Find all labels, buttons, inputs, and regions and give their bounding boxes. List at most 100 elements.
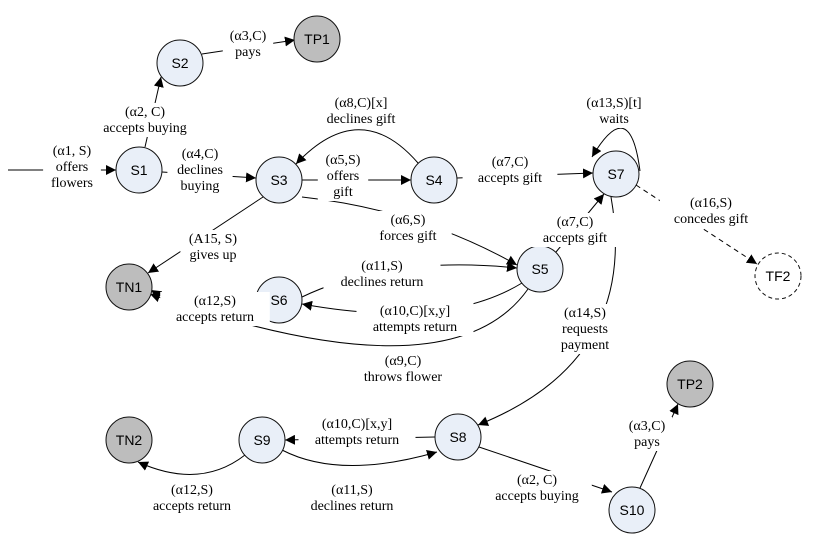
node-tn2: TN2 — [105, 416, 153, 464]
node-s10: S10 — [608, 486, 656, 534]
label-background — [90, 103, 200, 137]
node-circle — [410, 156, 458, 204]
edge-label-s7-self: (α13,S)[t]waits — [574, 94, 654, 128]
node-s5: S5 — [516, 245, 564, 293]
node-label: S1 — [130, 162, 147, 178]
edge-label-action: gives up — [189, 248, 236, 263]
edge-label-s2-tp1: (α3,C)pays — [222, 27, 274, 61]
edge-label-s4-s7: (α7,C)accepts gift — [462, 153, 558, 187]
label-background — [482, 471, 592, 505]
edge-s7-self — [591, 127, 641, 172]
edge-label-code: (α12,S) — [194, 294, 236, 309]
node-s8: S8 — [434, 413, 482, 461]
edge-label-s10-tp2: (α3,C)pays — [621, 417, 673, 451]
node-tp2: TP2 — [666, 360, 714, 408]
edge-s4-s3 — [295, 129, 419, 165]
node-circle — [238, 416, 286, 464]
node-circle — [754, 252, 802, 300]
edge-label-s8-s10: (α2, C)accepts buying — [482, 471, 592, 505]
edge-label-action: gift — [333, 185, 353, 200]
node-circle — [255, 156, 303, 204]
label-background — [621, 417, 673, 451]
edge-label-s7-tf2: (α16,S)concedes gift — [659, 194, 763, 228]
node-label: S5 — [531, 261, 548, 277]
node-label: TN1 — [116, 279, 143, 295]
label-background — [167, 145, 233, 195]
edge-label-code: (A15, S) — [189, 232, 238, 247]
edge-label-s8-s9: (α10,C)[x,y]attempts return — [298, 415, 416, 449]
edge-label-action: accepts buying — [495, 489, 579, 504]
edge-label-s6-tn1: (α12,S)accepts return — [160, 292, 270, 326]
edge-label-action: concedes gift — [674, 212, 748, 227]
edge-label-code: (α8,C)[x] — [335, 96, 388, 111]
edge-label-s4-s3: (α8,C)[x]declines gift — [309, 94, 413, 128]
label-background — [527, 213, 623, 247]
edge-label-code: (α6,S) — [391, 213, 426, 228]
node-label: S2 — [171, 55, 188, 71]
edge-label-action: declines gift — [327, 112, 396, 127]
edge-label-s1-s2: (α2, C)accepts buying — [90, 103, 200, 137]
edge-label-action: flowers — [51, 176, 93, 191]
edge-label-s6-s5: (α11,S)declines return — [323, 257, 441, 291]
edge-label-action: requests — [562, 322, 608, 337]
edge-label-s3-tn1: (A15, S)gives up — [180, 230, 246, 264]
edge-label-code: (α11,S) — [361, 259, 403, 274]
edge-label-code: (α7,C) — [557, 215, 594, 230]
node-label: S10 — [620, 502, 645, 518]
edge-label-code: (α16,S) — [690, 196, 732, 211]
node-circle — [156, 39, 204, 87]
edge-label-action: declines return — [311, 499, 394, 514]
edge-label-s5-s6: (α10,C)[x,y]attempts return — [356, 302, 474, 336]
edge-label-code: (α11,S) — [331, 483, 373, 498]
edge-label-action: payment — [561, 338, 609, 353]
edge-label-action: accepts return — [176, 310, 254, 325]
edge-label-action: waits — [599, 112, 629, 127]
edge-label-code: (α13,S)[t] — [586, 96, 641, 111]
label-background — [293, 481, 411, 515]
edge-label-action: attempts return — [373, 320, 457, 335]
node-s1: S1 — [115, 146, 163, 194]
edge-label-code: (α7,C) — [492, 155, 529, 170]
edge-label-action: declines — [177, 163, 223, 178]
label-background — [351, 352, 455, 386]
label-background — [160, 292, 270, 326]
edge-label-code: (α2, C) — [125, 105, 165, 120]
node-circle — [105, 416, 153, 464]
edge-label-code: (α1, S) — [53, 144, 92, 159]
edge-label-action: forces gift — [379, 229, 436, 244]
node-label: S6 — [270, 292, 287, 308]
node-circle — [115, 146, 163, 194]
label-background — [364, 211, 452, 245]
edge-label-s5-s7: (α7,C)accepts gift — [527, 213, 623, 247]
label-background — [222, 27, 274, 61]
label-background — [659, 194, 763, 228]
edge-label-s5-tn1: (α9,C)throws flower — [351, 352, 455, 386]
edge-label-code: (α3,C) — [629, 419, 666, 434]
edge-label-action: throws flower — [364, 370, 442, 385]
node-s3: S3 — [255, 156, 303, 204]
edge-label-code: (α5,S) — [326, 153, 361, 168]
node-label: S7 — [607, 166, 624, 182]
edge-label-code: (α10,C)[x,y] — [380, 304, 450, 319]
edge-label-action: accepts gift — [543, 231, 607, 246]
edge-label-action: accepts gift — [478, 171, 542, 186]
node-circle — [592, 150, 640, 198]
edge-label-code: (α14,S) — [564, 306, 606, 321]
node-label: TF2 — [766, 268, 791, 284]
label-background — [552, 304, 618, 354]
label-background — [323, 257, 441, 291]
label-background — [137, 481, 247, 515]
edge-label-action: pays — [235, 45, 261, 60]
label-background — [574, 94, 654, 128]
label-background — [309, 94, 413, 128]
label-background — [180, 230, 246, 264]
edge-s9-tn2 — [137, 454, 246, 475]
edge-label-action: pays — [634, 435, 660, 450]
